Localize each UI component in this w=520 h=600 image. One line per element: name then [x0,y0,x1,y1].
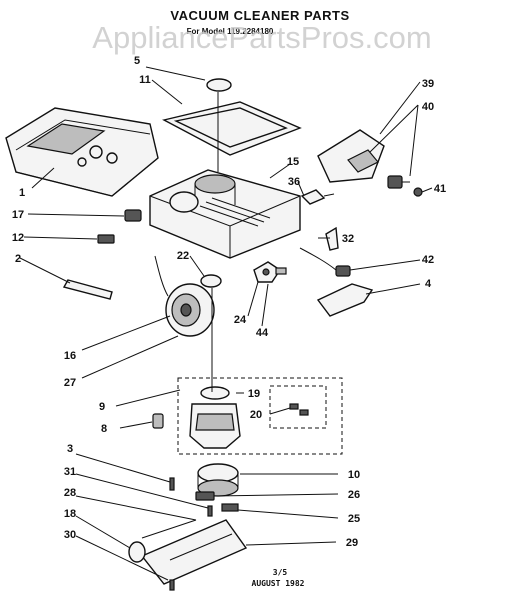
part-10-gear-ring [197,463,239,497]
part-3-screw [169,477,175,491]
footer-date: AUGUST 1982 [252,579,305,588]
callout-12: 12 [12,232,24,244]
callout-16: 16 [64,350,76,362]
callout-42: 42 [422,254,434,266]
callout-10: 10 [348,469,360,481]
part-41-screw [413,187,423,197]
part-25-plate [221,503,239,512]
callout-26: 26 [348,489,360,501]
diagram-title: VACUUM CLEANER PARTS [170,8,349,23]
callout-39: 39 [422,78,434,90]
part-8-cap [152,413,164,429]
callout-1: 1 [19,187,25,199]
diagram-subtitle: For Model 119.2284180 [187,27,274,36]
callout-40: 40 [422,101,434,113]
part-24-motor-cap [253,261,281,283]
callout-18: 18 [64,508,76,520]
part-5-disc [206,78,232,92]
motor-assembly-box [177,377,343,455]
callout-20: 20 [250,409,262,421]
callout-25: 25 [348,513,360,525]
callout-11: 11 [139,74,151,86]
callout-4: 4 [425,278,432,290]
callout-31: 31 [64,466,76,478]
part-26-block [195,491,215,501]
part-27-fan-assembly [165,283,215,337]
callout-28: 28 [64,487,76,499]
callout-27: 27 [64,377,76,389]
leader-lines [19,66,433,581]
part-32-pin [325,226,339,251]
callout-44: 44 [256,327,269,339]
part-22-seal-ring [200,274,222,288]
callout-5: 5 [134,55,140,67]
part-2-bracket [62,279,113,300]
part-31-screw [207,505,213,517]
part-20-brushes [289,403,309,416]
part-29-base-plate [140,519,248,585]
callout-36: 36 [288,176,300,188]
callout-22: 22 [177,250,189,262]
callout-32: 32 [342,233,354,245]
callout-15: 15 [287,156,299,168]
part-16-cord [154,255,169,297]
part-9-motor [189,403,241,449]
callout-19: 19 [248,388,260,400]
watermark: AppliancePartsPros.com [92,20,431,55]
part-42-cord-plug [299,247,351,277]
callout-29: 29 [346,537,358,549]
part-12-clip [97,234,115,244]
part-1-top-cover [5,107,159,197]
part-4-handle [316,283,374,317]
part-28-axle [141,519,197,539]
part-36-cord-connector [300,189,335,205]
callout-17: 17 [12,209,24,221]
part-11-filter-frame [162,101,302,156]
footer-page: 3/5 [273,568,288,577]
part-15-main-housing [149,169,301,259]
callout-2: 2 [15,253,21,265]
callout-9: 9 [99,401,105,413]
callout-30: 30 [64,529,76,541]
part-39-switch-housing [317,129,385,183]
callout-41: 41 [434,183,446,195]
motor-subassembly-box [269,385,327,429]
part-44-spacer [275,267,287,275]
part-40-switch [387,175,410,189]
part-17-button [124,209,142,222]
callout-24: 24 [234,314,247,326]
callout-8: 8 [101,423,107,435]
part-18-wheel [128,541,146,563]
part-30-screw [169,579,175,591]
callout-3: 3 [67,443,73,455]
part-19-bearing [200,386,230,400]
